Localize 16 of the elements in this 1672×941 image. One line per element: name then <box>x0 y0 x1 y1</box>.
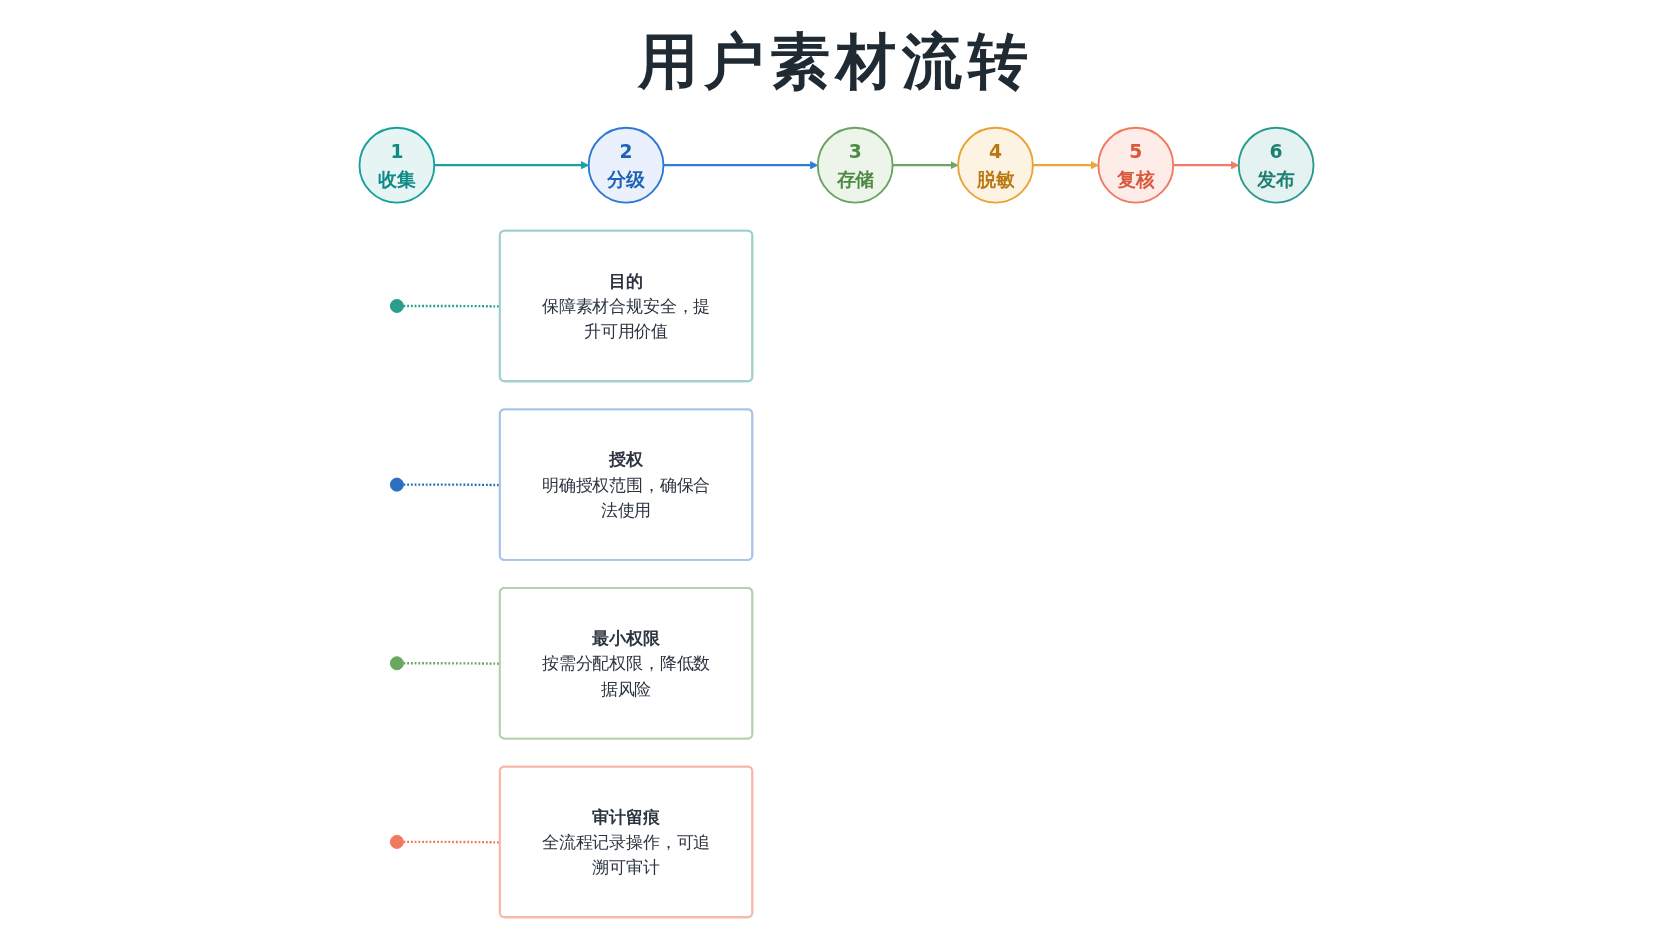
arrow <box>1172 161 1239 170</box>
node-circle <box>389 834 404 849</box>
node-circle: 6 发布 <box>1237 126 1314 204</box>
arrow <box>892 161 958 170</box>
arrow <box>433 161 589 170</box>
node-circle: 4 脱敏 <box>956 126 1034 204</box>
arrow <box>662 161 818 170</box>
title: 用户素材流转 <box>636 25 1035 98</box>
connector <box>402 304 500 308</box>
node-circle: 1 收集 <box>358 126 435 204</box>
node-circle: 3 存储 <box>816 126 894 204</box>
node-circle: 2 分级 <box>587 126 664 204</box>
node-circle <box>389 656 404 671</box>
node-circle <box>389 477 404 492</box>
node-circle: 5 复核 <box>1096 126 1174 204</box>
node-circle <box>389 298 404 313</box>
